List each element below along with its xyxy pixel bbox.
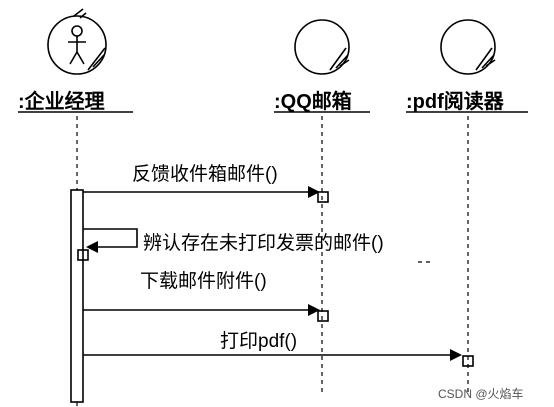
message-identify-unprinted-invoice: 辨认存在未打印发票的邮件() [77, 228, 384, 261]
participant-qq-mailbox: :QQ邮箱 [274, 19, 370, 392]
activation-box [317, 191, 329, 203]
watermark: CSDN @火焰车 [438, 386, 524, 401]
activation-box [462, 355, 474, 367]
message-label: 下载邮件附件() [140, 270, 267, 292]
arrowhead-icon [308, 186, 320, 198]
message-download-attachment: 下载邮件附件() [83, 270, 329, 322]
participant-label: :企业经理 [18, 89, 105, 113]
message-label: 辨认存在未打印发票的邮件() [143, 232, 384, 254]
arrowhead-icon [86, 241, 98, 253]
message-feedback-inbox: 反馈收件箱邮件() [83, 163, 329, 203]
entity-icon [440, 19, 496, 75]
participant-label: :QQ邮箱 [274, 89, 352, 113]
entity-icon [294, 19, 350, 75]
activation-box [317, 310, 329, 322]
activation-box [77, 249, 89, 261]
actor-controller-icon [47, 8, 107, 75]
participant-label: :pdf阅读器 [406, 89, 505, 113]
participant-pdf-reader: :pdf阅读器 [406, 19, 528, 392]
participant-enterprise-manager: :企业经理 [18, 8, 133, 190]
arrowhead-icon [450, 349, 462, 361]
message-print-pdf: 打印pdf() [83, 330, 474, 367]
arrowhead-icon [308, 304, 320, 316]
message-label: 打印pdf() [220, 330, 297, 352]
message-label: 反馈收件箱邮件() [132, 163, 278, 185]
activation-bar [70, 189, 84, 403]
